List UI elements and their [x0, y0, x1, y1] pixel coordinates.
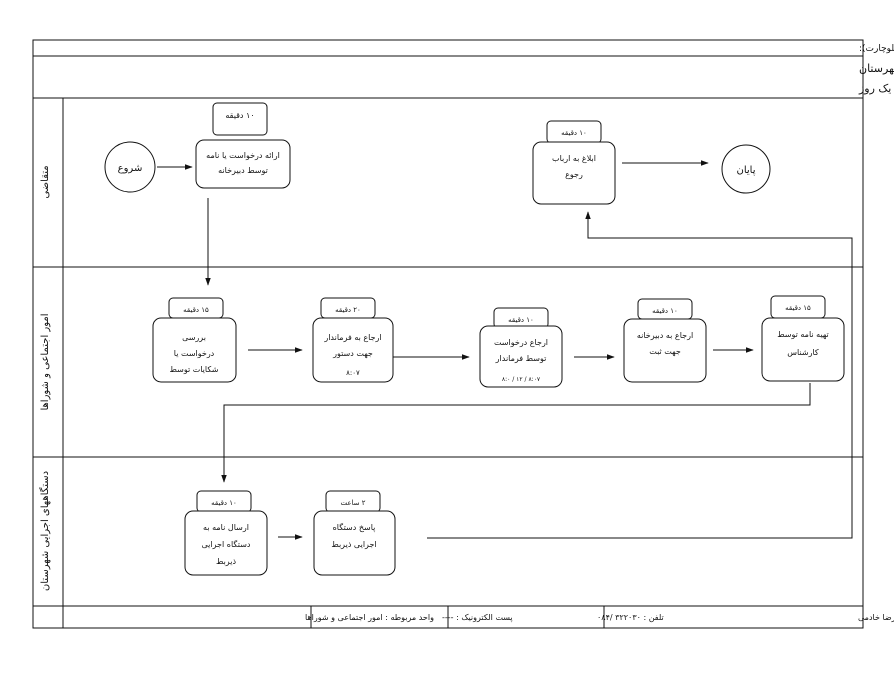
process-node-n1: ۱۰ دقیقه ارائه درخواست یا نامه توسط دبیر…	[195, 102, 291, 189]
process-node-n5: ۱۰ دقیقه ارجاع به دبیرخانه جهت ثبت	[623, 298, 707, 383]
end-node-label: پایان	[736, 165, 755, 176]
node-line: ذیربط	[216, 557, 236, 566]
time-tab-label: ۱۰ دقیقه	[225, 111, 254, 120]
footer-phone: تلفن : ۳۲۲۰۳۰ /۰۸۴	[597, 613, 664, 622]
node-line: تهیه نامه توسط	[777, 330, 829, 339]
time-tab-label: ۱۵ دقیقه	[785, 304, 811, 312]
node-line: درخواست یا	[174, 349, 215, 358]
footer-completer: نام و نام خانوادگی تکمیل کننده فرم : علی…	[858, 612, 894, 622]
service-title: عنوان خدمت : رسیدگی و پاسخگویی به درخواس…	[859, 62, 894, 75]
node-line: توسط فرماندار	[495, 354, 547, 363]
footer-unit: واحد مربوطه : امور اجتماعی و شوراها	[305, 613, 434, 622]
process-node-n4: ۱۰ دقیقه ارجاع درخواست توسط فرماندار ۸:۰…	[479, 307, 563, 388]
footer-email: پست الکترونیک : ----	[442, 613, 513, 622]
arrow-n6-to-n7	[221, 383, 811, 483]
node-line: کارشناس	[787, 348, 819, 357]
node-line: رجوع	[565, 170, 583, 179]
node-line: دستگاه اجرایی	[202, 539, 251, 549]
node-line: ۸:۰۷	[346, 369, 360, 377]
time-tab-label: ۱۰ دقیقه	[211, 499, 237, 507]
node-line: ابلاغ به ارباب	[552, 154, 596, 163]
process-node-n3: ۲۰ دقیقه ارجاع به فرماندار جهت دستور ۸:۰…	[312, 297, 394, 383]
node-line: ارائه درخواست یا نامه	[206, 151, 280, 160]
node-line: جهت ثبت	[649, 347, 681, 356]
node-line: بررسی	[182, 333, 206, 342]
time-tab-label: ۲ ساعت	[340, 499, 365, 507]
end-node: پایان	[721, 144, 771, 194]
lane-label-applicant: متقاضی	[40, 165, 51, 198]
lane-label-social: امور اجتماعی و شوراها	[40, 313, 51, 410]
service-duration: کل مدت فرآیند خدمت یک روز	[858, 81, 894, 95]
node-line: توسط دبیرخانه	[218, 166, 268, 175]
node-line: ۸:۰۷ / ۱۲ / ۸:۰	[502, 376, 541, 383]
time-tab-label: ۱۰ دقیقه	[561, 129, 587, 137]
node-line: پاسخ دستگاه	[333, 522, 376, 532]
process-node-inform: ۱۰ دقیقه ابلاغ به ارباب رجوع	[532, 120, 616, 205]
connectors	[157, 160, 853, 540]
node-line: ارجاع درخواست	[494, 338, 548, 347]
time-tab-label: ۱۵ دقیقه	[183, 306, 209, 314]
node-line: ارجاع به دبیرخانه	[637, 331, 693, 340]
process-node-n2: ۱۵ دقیقه بررسی درخواست یا شکایات توسط	[152, 297, 237, 383]
node-line: شکایات توسط	[170, 365, 219, 374]
table-grid	[32, 39, 864, 629]
process-node-n6: ۱۵ دقیقه تهیه نامه توسط کارشناس	[761, 295, 845, 382]
lane-label-exec: دستگاههای اجرایی شهرستان	[39, 471, 51, 591]
time-tab-label: ۱۰ دقیقه	[508, 316, 534, 324]
time-tab-label: ۲۰ دقیقه	[335, 306, 361, 314]
start-node-label: شروع	[118, 163, 143, 174]
node-line: ارسال نامه به	[203, 523, 249, 532]
chart-title: ۱۰- نمودار ارتباطی فرآیندهای خدمت (فلوچا…	[859, 42, 894, 54]
node-line: اجرایی ذیربط	[331, 540, 376, 549]
arrow-n8-to-inform	[427, 211, 853, 539]
node-line: ارجاع به فرماندار	[323, 333, 381, 342]
process-node-n8: ۲ ساعت پاسخ دستگاه اجرایی ذیربط	[313, 490, 396, 576]
node-line: جهت دستور	[332, 349, 373, 358]
process-node-n7: ۱۰ دقیقه ارسال نامه به دستگاه اجرایی ذیر…	[184, 490, 268, 576]
start-node: شروع	[104, 141, 156, 193]
time-tab-label: ۱۰ دقیقه	[652, 307, 678, 315]
